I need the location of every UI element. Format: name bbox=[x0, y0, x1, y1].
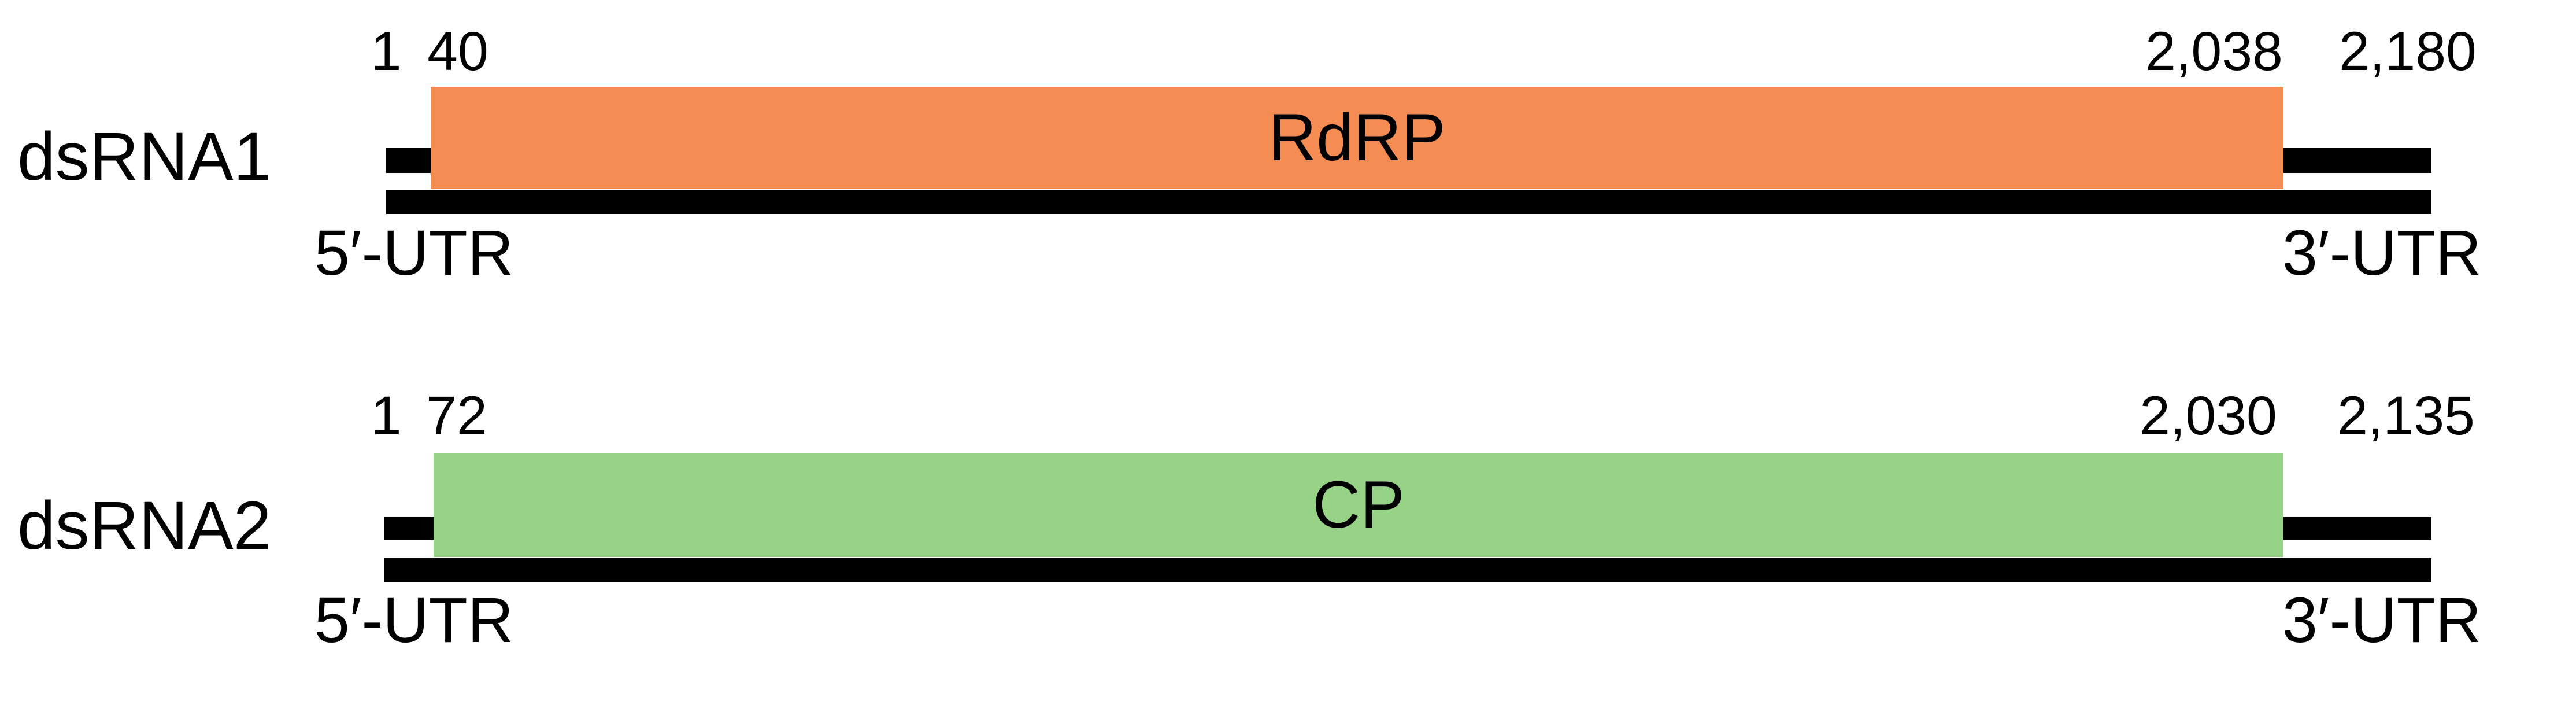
orf-box-rdrp: RdRP bbox=[431, 87, 2283, 189]
orf-box-cp: CP bbox=[434, 453, 2283, 557]
coord-orf-end-dsrna1: 2,038 bbox=[2145, 21, 2283, 82]
orf-label-rdrp: RdRP bbox=[1268, 101, 1446, 175]
utr3-label-dsrna1: 3′-UTR bbox=[2282, 217, 2482, 289]
utr5-label-dsrna2: 5′-UTR bbox=[314, 585, 514, 656]
utr3-label-dsrna2: 3′-UTR bbox=[2282, 585, 2482, 656]
segment-name-dsrna2: dsRNA2 bbox=[17, 488, 272, 564]
segment-name-dsrna1: dsRNA1 bbox=[17, 119, 272, 195]
genome-strand-bar-dsrna2 bbox=[384, 558, 2431, 582]
utr3-strand-bar-dsrna2 bbox=[2283, 517, 2431, 540]
orf-label-cp: CP bbox=[1312, 468, 1405, 542]
coord-end-dsrna2: 2,135 bbox=[2337, 385, 2475, 447]
utr5-label-dsrna1: 5′-UTR bbox=[314, 217, 514, 289]
coord-orf-start-dsrna1: 40 bbox=[427, 21, 488, 82]
genome-strand-bar-dsrna1 bbox=[386, 190, 2431, 214]
utr5-strand-bar-dsrna2 bbox=[384, 517, 434, 540]
utr3-strand-bar-dsrna1 bbox=[2283, 148, 2431, 173]
coord-end-dsrna1: 2,180 bbox=[2339, 21, 2477, 82]
coord-orf-start-dsrna2: 72 bbox=[426, 385, 487, 447]
coord-start-dsrna1: 1 bbox=[371, 21, 402, 82]
coord-start-dsrna2: 1 bbox=[371, 385, 402, 447]
coord-orf-end-dsrna2: 2,030 bbox=[2140, 385, 2277, 447]
utr5-strand-bar-dsrna1 bbox=[386, 148, 431, 173]
